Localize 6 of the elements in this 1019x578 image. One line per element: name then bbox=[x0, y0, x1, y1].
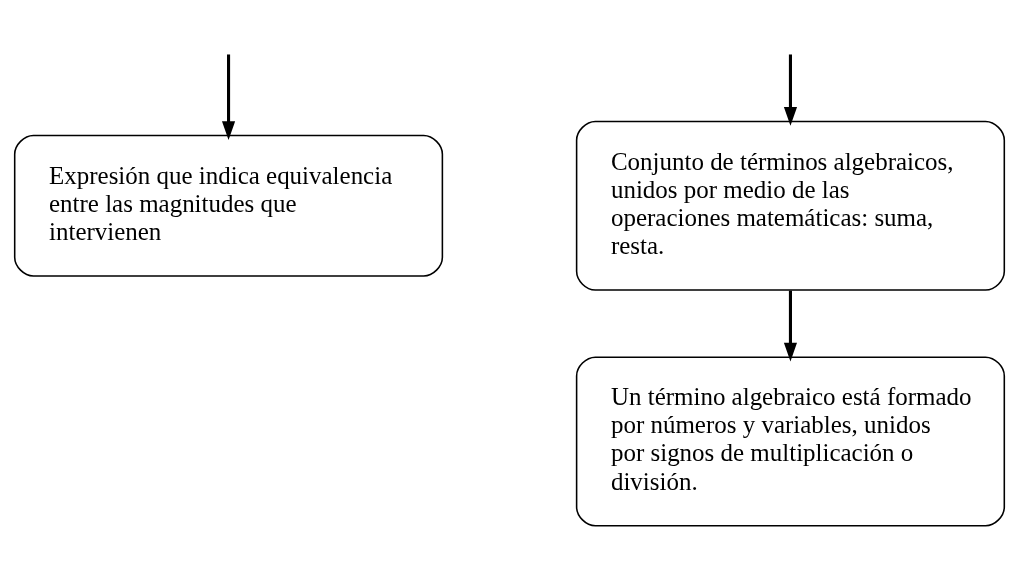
arrow bbox=[783, 290, 798, 361]
node-box: Conjunto de términos algebraicos, unidos por medio de las operaciones matemáticas: suma, resta. bbox=[575, 120, 1006, 291]
node-box: Un término algebraico está formado por números y variables, unidos por signos de multiplicación o división. bbox=[575, 355, 1006, 527]
arrow bbox=[221, 54, 236, 140]
node-box: Expresión que indica equivalencia entre las magnitudes que intervienen bbox=[13, 134, 444, 277]
arrow bbox=[783, 54, 798, 126]
